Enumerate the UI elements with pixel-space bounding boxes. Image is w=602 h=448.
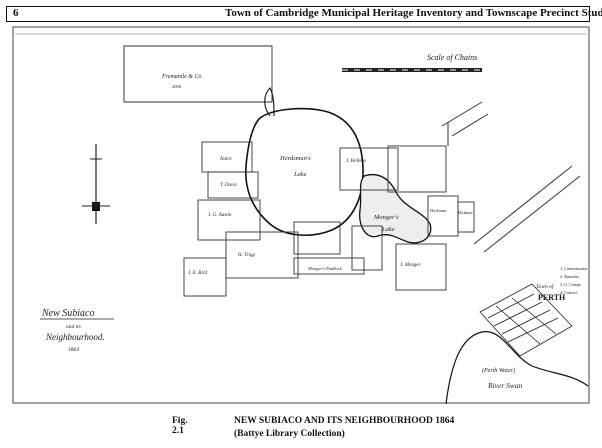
herdsmans-lake: [245, 107, 364, 236]
lake-name: Monger's: [373, 214, 399, 221]
lot-label: J. G. Austin: [208, 213, 232, 218]
lot-label: J. Hellens: [346, 159, 366, 164]
lot-label: Monger's Paddock: [307, 266, 343, 271]
figure-source: (Battye Library Collection): [234, 429, 345, 439]
figure-number: Fig. 2.1: [172, 416, 188, 436]
map-border: [12, 26, 590, 404]
svg-text:3. G. Compt: 3. G. Compt: [560, 282, 582, 287]
perth-label: PERTH: [538, 293, 566, 302]
mongers-lake: [359, 173, 432, 244]
svg-text:New Subiaco: New Subiaco: [41, 308, 95, 319]
svg-text:and its: and its: [66, 324, 81, 330]
perth-town-grid: [479, 283, 573, 357]
scale-bar: Scale of Chains: [342, 53, 482, 72]
lot-label: Nairn: [219, 157, 232, 162]
lot-label: J. Monger: [400, 263, 421, 268]
svg-text:2. Barracks: 2. Barracks: [560, 274, 579, 279]
lot-label: T. Davis: [220, 183, 237, 188]
document-title: Town of Cambridge Municipal Heritage Inv…: [225, 7, 602, 19]
property-lots: [183, 141, 475, 297]
lot-label: H. Trigg: [237, 253, 255, 258]
map-drawing: Scale of Chains Fremantle & Co 2000 Herd…: [12, 26, 590, 405]
svg-text:1864: 1864: [68, 346, 79, 353]
page-header: 6 Town of Cambridge Municipal Heritage I…: [6, 6, 602, 22]
lake-name: Lake: [381, 226, 395, 233]
lake-name: Lake: [293, 171, 307, 178]
svg-text:4. Convict: 4. Convict: [560, 290, 578, 295]
lot-label: Hickman: [429, 208, 447, 213]
lot-label: Hickman: [457, 210, 472, 215]
north-arrow-icon: [82, 144, 110, 224]
roads: [441, 101, 581, 253]
map-legend: 1. Commissariat 2. Barracks 3. G. Compt …: [560, 266, 588, 295]
lot-label: J. E. Bird: [188, 271, 207, 276]
perth-label: Town of: [536, 283, 555, 290]
lot-label: Fremantle & Co: [161, 74, 201, 80]
map-title: New Subiaco and its Neighbourhood. 1864: [40, 308, 114, 353]
svg-text:Neighbourhood.: Neighbourhood.: [45, 332, 105, 342]
river-label: River Swan: [487, 381, 523, 390]
historic-map: Scale of Chains Fremantle & Co 2000 Herd…: [12, 26, 590, 405]
lake-name: Herdsman's: [279, 155, 311, 162]
svg-text:2000: 2000: [172, 84, 182, 89]
river-shoreline: [445, 331, 589, 405]
svg-text:1. Commissariat: 1. Commissariat: [560, 266, 588, 271]
page-number: 6: [13, 7, 19, 19]
figure-title: NEW SUBIACO AND ITS NEIGHBOURHOOD 1864: [234, 416, 455, 426]
river-label: (Perth Water): [482, 367, 515, 374]
scale-label: Scale of Chains: [427, 53, 477, 62]
